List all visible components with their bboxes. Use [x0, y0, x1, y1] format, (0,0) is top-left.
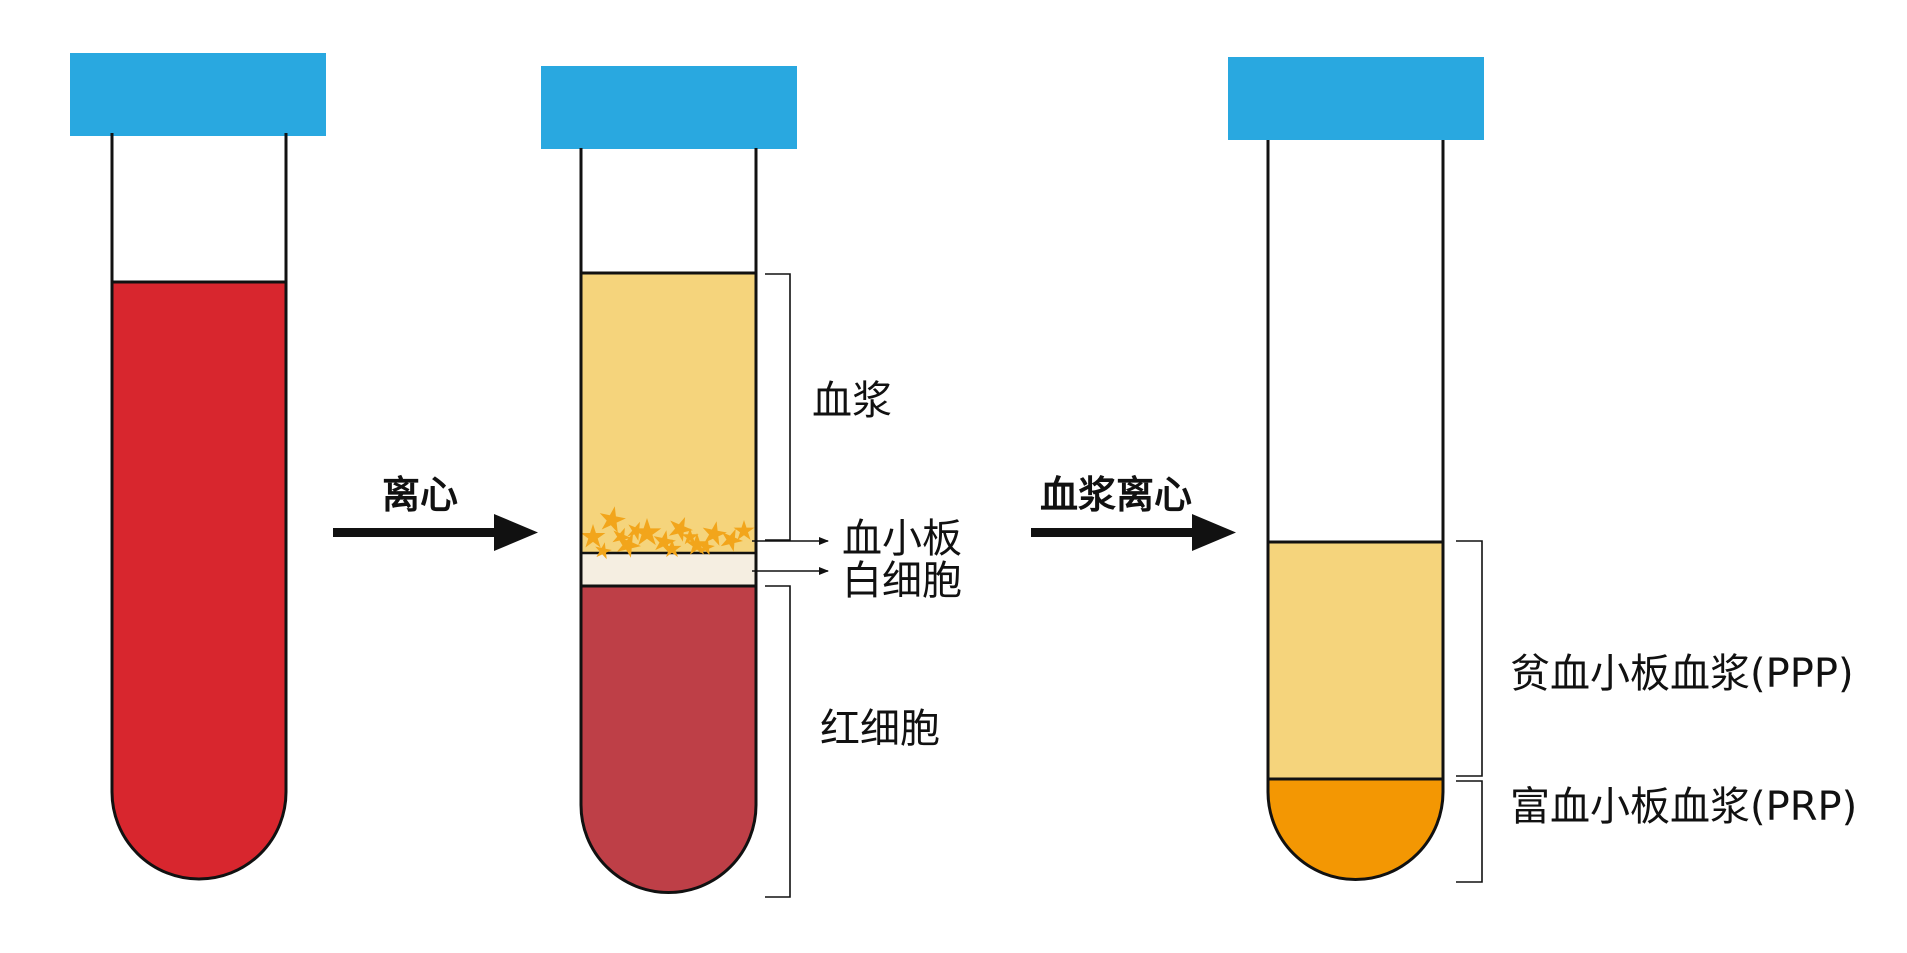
platelet-star	[595, 542, 612, 560]
platelet-star	[653, 530, 676, 553]
plasma-label: 血浆	[812, 378, 892, 424]
plasma-bracket	[765, 273, 791, 541]
platelet-star	[668, 517, 693, 542]
buffy-coat-layer	[581, 553, 756, 586]
platelet-star	[581, 524, 606, 548]
platelet-star	[662, 539, 682, 558]
arrow1-head	[494, 514, 538, 551]
platelet-star	[733, 520, 755, 540]
rbc-label: 红细胞	[820, 706, 940, 752]
platelet-cluster	[581, 506, 755, 560]
whole-blood-layer	[112, 282, 286, 879]
tube2-cap	[541, 66, 797, 149]
platelet-label: 血小板	[842, 516, 962, 562]
tube1-outline	[110, 133, 288, 881]
tube1-cap	[70, 53, 326, 136]
arrow2-shaft	[1031, 528, 1199, 537]
prp-layer	[1268, 779, 1443, 880]
plasma-centrifuge-label: 血浆离心	[1040, 473, 1192, 517]
tube-ppp-prp: 贫血小板血浆(PPP) 富血小板血浆(PRP)	[1228, 57, 1857, 883]
platelet-star	[702, 521, 727, 546]
platelet-star	[698, 538, 715, 556]
ppp-bracket	[1456, 540, 1483, 777]
step-arrow-centrifuge: 离心	[333, 473, 538, 551]
plasma-layer	[581, 273, 756, 553]
platelet-star	[632, 518, 662, 546]
tube-whole-blood	[70, 53, 326, 881]
platelet-star	[685, 533, 709, 555]
centrifuge-label: 离心	[382, 473, 458, 517]
platelet-star	[627, 521, 646, 541]
wbc-label: 白细胞	[842, 558, 962, 604]
prp-label: 富血小板血浆(PRP)	[1510, 784, 1857, 830]
red-cell-layer	[581, 586, 756, 893]
tube3-cap	[1228, 57, 1484, 140]
ppp-label: 贫血小板血浆(PPP)	[1510, 651, 1854, 697]
arrow1-shaft	[333, 528, 501, 537]
arrow2-head	[1192, 514, 1236, 551]
ppp-layer	[1268, 542, 1443, 779]
tube2-outline	[579, 148, 758, 894]
platelet-star	[720, 528, 743, 552]
red-cell-bracket	[765, 585, 791, 898]
platelet-star	[681, 528, 699, 545]
tube-separated: 血浆 血小板 白细胞 红细胞	[541, 66, 962, 898]
prp-bracket	[1456, 780, 1483, 883]
platelet-star	[599, 506, 626, 533]
tube3-outline	[1266, 140, 1445, 881]
platelet-star	[612, 527, 631, 547]
step-arrow-plasma-centrifuge: 血浆离心	[1031, 473, 1236, 551]
